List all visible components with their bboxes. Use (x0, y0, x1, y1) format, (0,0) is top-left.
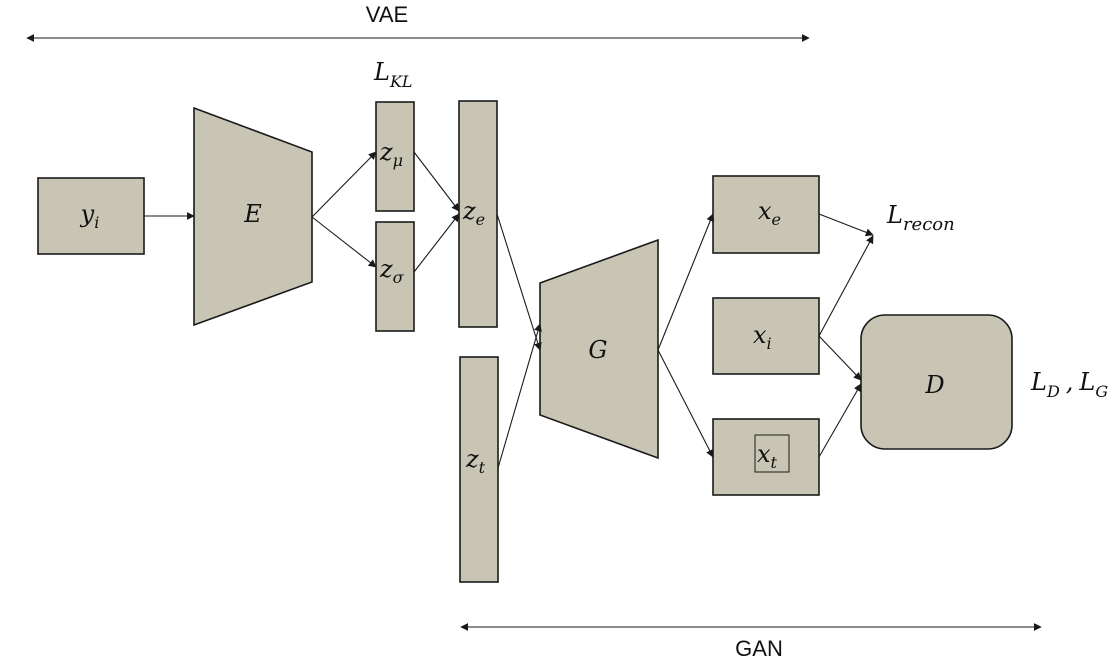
arrow-xe-to-recon (818, 213, 874, 237)
recon-loss-label: Lrecon (886, 201, 955, 235)
input-block-yi: yi (37, 177, 145, 255)
x-i-block: xi (712, 297, 820, 375)
discriminator-block: D (860, 314, 1013, 450)
arrow-generator-to-xt (657, 349, 714, 458)
arrow-xt-to-discriminator (818, 383, 862, 458)
z-sigma-label: zσ (379, 255, 405, 287)
arrow-ze-to-generator (496, 213, 542, 351)
arrow-encoder-to-zmu (311, 151, 377, 218)
x-t-label: xt (757, 440, 778, 472)
z-e-block: ze (458, 100, 498, 328)
arrow-zt-to-generator (497, 323, 542, 469)
x-i-label: xi (753, 321, 772, 353)
generator-block: G (539, 238, 659, 460)
gan-label: GAN (735, 636, 783, 661)
vae-span: VAE (26, 2, 810, 42)
encoder-block: E (193, 106, 313, 327)
vae-label: VAE (366, 2, 408, 27)
arrow-xi-to-discriminator (818, 335, 862, 381)
generator-label: G (588, 336, 607, 364)
z-mu-block: zμ (375, 101, 415, 212)
z-e-label: ze (462, 197, 485, 229)
z-t-label: zt (465, 445, 486, 477)
z-sigma-block: zσ (375, 221, 415, 332)
z-mu-label: zμ (379, 138, 403, 170)
arrow-xi-to-recon (818, 235, 874, 337)
arrow-encoder-to-zsigma (311, 216, 377, 268)
yi-label: yi (80, 200, 100, 232)
arrow-zmu-to-ze (413, 151, 460, 212)
encoder-label: E (243, 200, 262, 228)
arrow-generator-to-xe (657, 213, 715, 351)
kl-loss-label: LKL (373, 58, 413, 91)
x-t-highlight-frame (754, 434, 790, 473)
discriminator-label: D (924, 371, 944, 399)
gan-loss-label: LD,LG (1030, 368, 1108, 401)
gan-span: GAN (460, 623, 1042, 661)
z-t-block: zt (459, 356, 499, 583)
x-e-label: xe (758, 197, 781, 229)
flow-arrows (144, 151, 874, 469)
x-e-block: xe (712, 175, 820, 254)
x-t-block: xt (712, 418, 820, 496)
arrow-zsigma-to-ze (413, 213, 460, 273)
